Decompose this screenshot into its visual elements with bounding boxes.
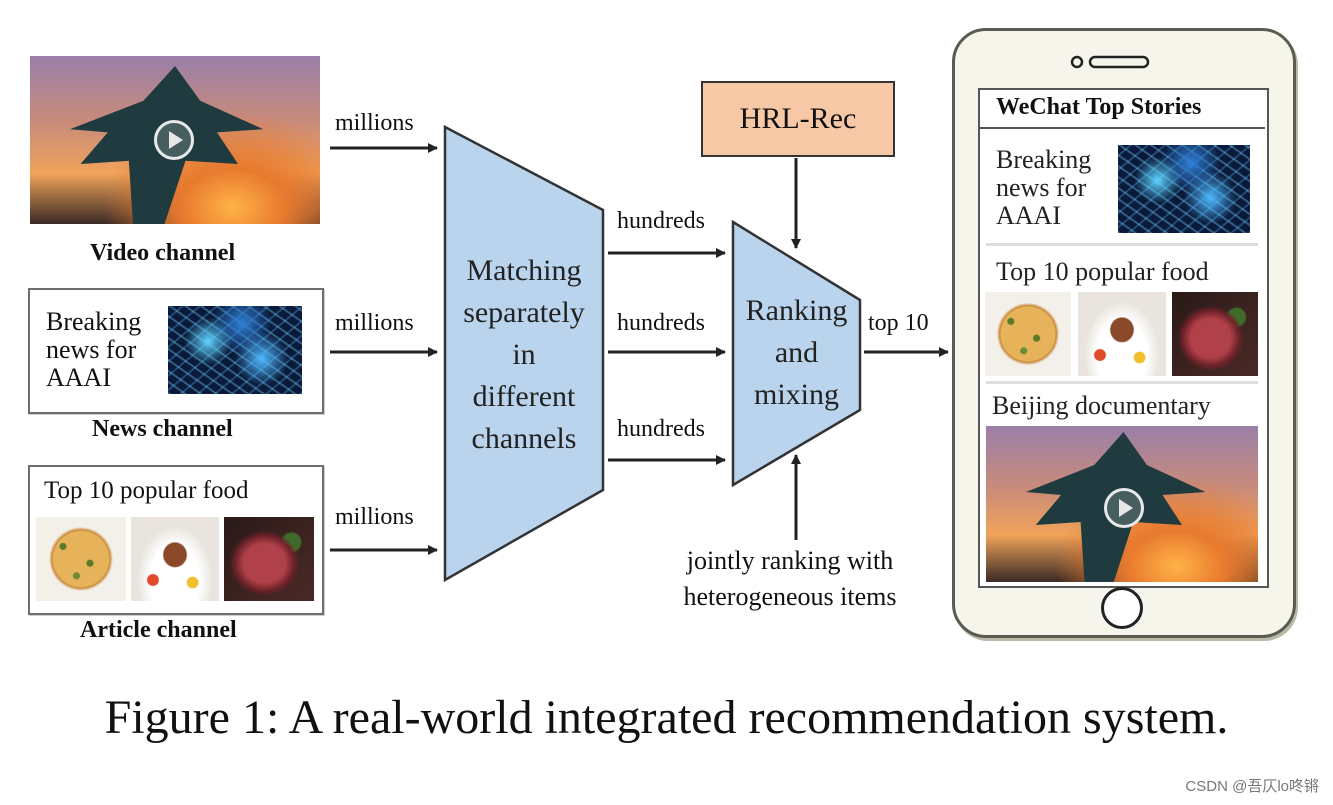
news-line-2: news for [46,335,137,364]
jointly-line-1: jointly ranking with [686,546,894,575]
news-channel-label: News channel [92,416,233,442]
matching-trapezoid [443,124,605,583]
phone-documentary-image [986,426,1258,582]
phone-news-image [1118,145,1250,233]
phone-screen-title: WeChat Top Stories [996,94,1202,120]
news-channel-panel: Breaking news for AAAI [28,288,324,414]
phone-food-image-2 [1078,292,1166,376]
article-channel-label: Article channel [80,617,237,643]
matching-label: Matching separately in different channel… [445,250,603,460]
edge-label-millions-news: millions [335,310,414,336]
ranking-label: Ranking and mixing [733,290,860,416]
video-channel-image [30,56,320,224]
phone-news-headline: Breaking news for AAAI [996,146,1091,230]
matching-line-4: different [472,380,576,413]
phone-title-separator [980,127,1265,129]
phone-news-line-2: news for [996,173,1087,202]
video-channel-label: Video channel [90,240,236,266]
phone-speaker-icon [1070,55,1150,69]
edge-label-millions-article: millions [335,504,414,530]
hrl-rec-box: HRL-Rec [701,81,895,157]
figure-caption: Figure 1: A real-world integrated recomm… [104,691,1229,744]
edge-label-top10: top 10 [868,310,929,336]
jointly-ranking-label: jointly ranking with heterogeneous items [655,543,925,615]
ranking-trapezoid [731,219,862,488]
edge-label-hundreds-1: hundreds [617,208,705,234]
ranking-line-1: Ranking [745,294,848,327]
phone-documentary-title: Beijing documentary [992,391,1211,420]
phone-card-divider-2 [986,381,1258,384]
news-channel-headline: Breaking news for AAAI [46,308,141,392]
phone-food-title: Top 10 popular food [996,257,1209,286]
article-food-image-1 [36,517,126,601]
edge-label-hundreds-3: hundreds [617,416,705,442]
phone-food-image-3 [1172,292,1258,376]
news-channel-image [168,306,302,394]
phone-food-image-1 [985,292,1071,376]
matching-line-1: Matching [466,254,582,287]
news-line-1: Breaking [46,307,142,336]
watermark: CSDN @吾仄lo咚锵 [1185,778,1319,795]
edge-label-millions-video: millions [335,110,414,136]
phone-news-line-1: Breaking [996,145,1092,174]
play-icon [154,120,194,160]
edge-label-hundreds-2: hundreds [617,310,705,336]
ranking-line-3: mixing [753,378,839,411]
matching-line-2: separately [463,296,585,329]
article-channel-title: Top 10 popular food [44,477,249,504]
article-food-image-2 [131,517,219,601]
phone-news-line-3: AAAI [996,201,1061,230]
jointly-line-2: heterogeneous items [683,582,897,611]
matching-line-5: channels [471,422,577,455]
matching-line-3: in [512,338,536,371]
phone-home-button [1101,587,1143,629]
ranking-line-2: and [774,336,819,369]
phone-card-divider-1 [986,243,1258,246]
phone-play-icon [1104,488,1144,528]
news-line-3: AAAI [46,363,111,392]
article-food-image-3 [224,517,314,601]
article-channel-panel: Top 10 popular food [28,465,324,615]
